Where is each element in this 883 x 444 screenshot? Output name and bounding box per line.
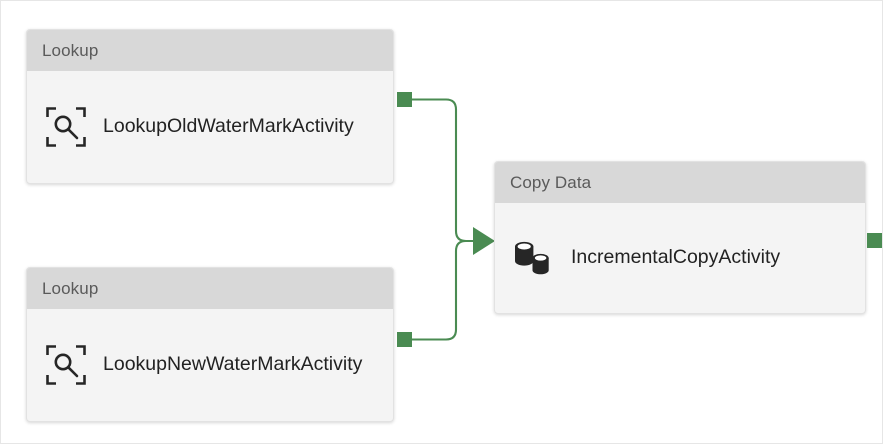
node-header: Lookup xyxy=(27,268,393,309)
node-activity-name: LookupNewWaterMarkActivity xyxy=(103,353,363,376)
connector-arrowhead-icon xyxy=(473,227,495,255)
node-activity-name: IncrementalCopyActivity xyxy=(571,246,781,269)
connector-lookup-new-to-copy xyxy=(412,239,477,341)
node-body: LookupOldWaterMarkActivity xyxy=(27,71,393,183)
magnifier-in-brackets-icon xyxy=(43,104,89,150)
node-activity-name: LookupOldWaterMarkActivity xyxy=(103,115,354,138)
output-port-lookup-old[interactable] xyxy=(397,92,412,107)
output-port-copy-data[interactable] xyxy=(867,233,882,248)
activity-node-lookup-old-watermark[interactable]: Lookup LookupOldWaterMarkActivity xyxy=(26,29,394,184)
activity-node-lookup-new-watermark[interactable]: Lookup LookupNewWaterMarkActivity xyxy=(26,267,394,422)
node-header: Copy Data xyxy=(495,162,865,203)
two-databases-icon xyxy=(511,235,557,281)
node-body: LookupNewWaterMarkActivity xyxy=(27,309,393,421)
node-type-label: Copy Data xyxy=(510,173,592,192)
magnifier-in-brackets-icon xyxy=(43,342,89,388)
node-body: IncrementalCopyActivity xyxy=(495,203,865,313)
activity-node-incremental-copy[interactable]: Copy Data IncrementalCopyActivity xyxy=(494,161,866,314)
node-type-label: Lookup xyxy=(42,279,99,298)
connector-lookup-old-to-copy xyxy=(412,98,477,243)
node-header: Lookup xyxy=(27,30,393,71)
output-port-lookup-new[interactable] xyxy=(397,332,412,347)
node-type-label: Lookup xyxy=(42,41,99,60)
